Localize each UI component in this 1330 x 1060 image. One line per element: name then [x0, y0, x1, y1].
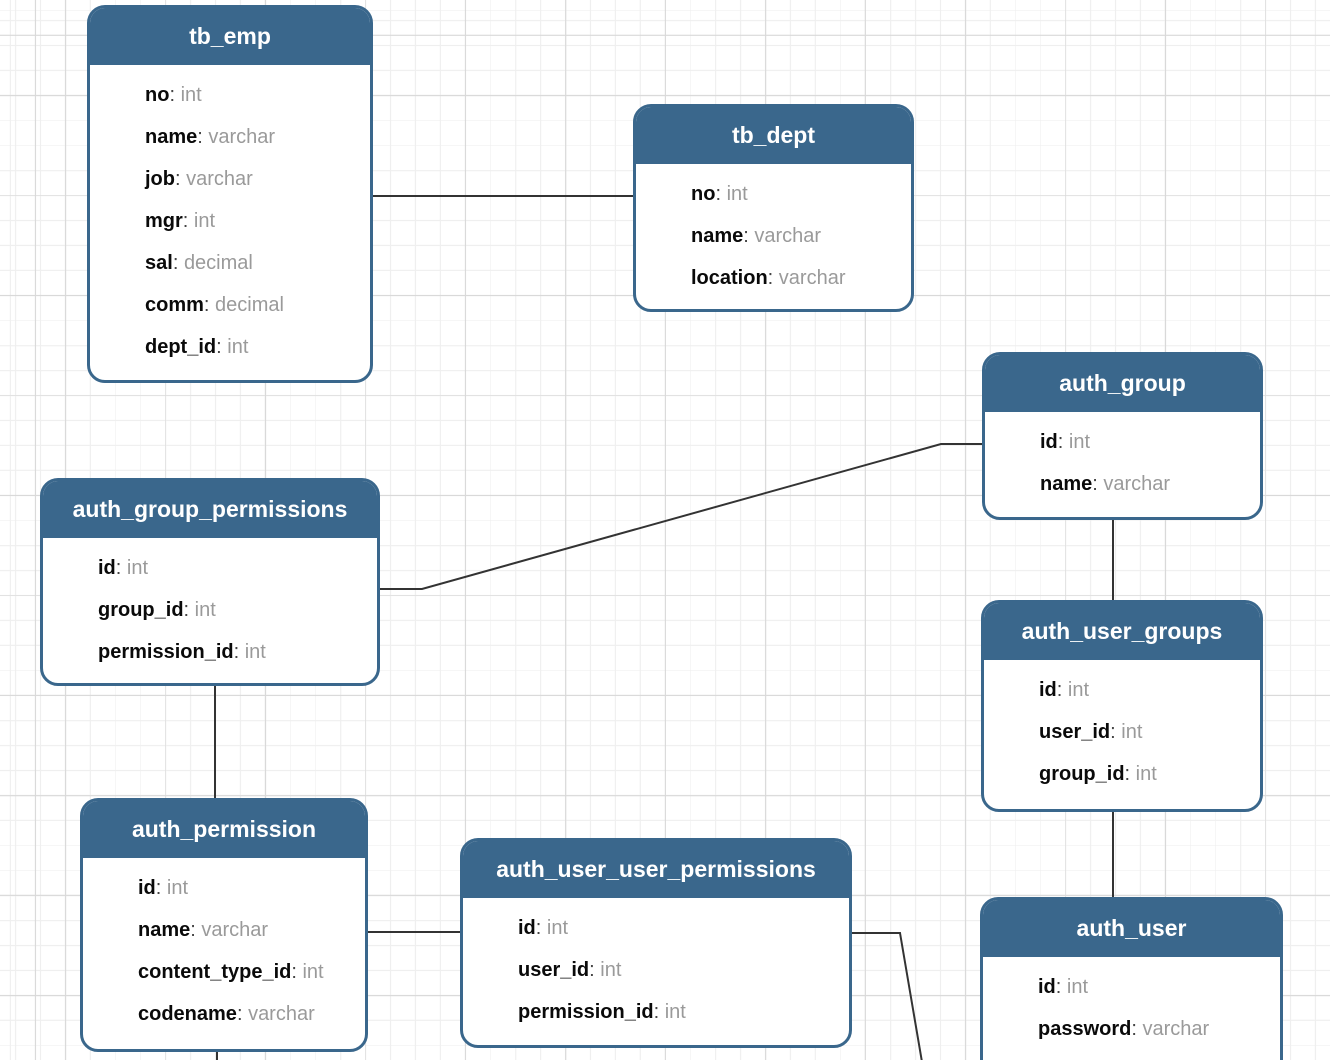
field-dept_id: dept_id: int — [145, 336, 249, 358]
field-codename: codename: varchar — [138, 1003, 315, 1025]
field-id: id: int — [1039, 679, 1090, 701]
table-title-auth_permission: auth_permission — [83, 801, 365, 858]
table-fields-tb_dept: no: int name: varchar location: varchar — [636, 164, 911, 299]
field-name: name: varchar — [145, 126, 276, 148]
field-permission_id: permission_id: int — [98, 641, 266, 663]
field-id: id: int — [138, 877, 189, 899]
field-sal: sal: decimal — [145, 252, 253, 274]
field-location: location: varchar — [691, 267, 846, 289]
field-group_id: group_id: int — [1039, 763, 1157, 785]
field-last_login: last_login: datetime — [1038, 1050, 1272, 1060]
table-fields-auth_group_permissions: id: int group_id: int permission_id: int — [43, 538, 377, 673]
table-title-tb_dept: tb_dept — [636, 107, 911, 164]
table-auth_group[interactable]: auth_group id: int name: varchar — [982, 352, 1263, 520]
table-fields-tb_emp: no: int name: varchar job: varchar mgr: int… — [90, 65, 370, 368]
table-auth_permission[interactable]: auth_permission id: int name: varchar cont… — [80, 798, 368, 1052]
field-job: job: varchar — [145, 168, 253, 190]
table-tb_emp[interactable]: tb_emp no: int name: varchar job: varchar m… — [87, 5, 373, 383]
field-group_id: group_id: int — [98, 599, 216, 621]
table-tb_dept[interactable]: tb_dept no: int name: varchar location: va… — [633, 104, 914, 312]
field-no: no: int — [145, 84, 202, 106]
table-title-tb_emp: tb_emp — [90, 8, 370, 65]
connector-auth_group_permissions-auth_group[interactable] — [380, 443, 982, 590]
field-name: name: varchar — [138, 919, 269, 941]
table-fields-auth_user_user_permissions: id: int user_id: int permission_id: int — [463, 898, 849, 1033]
table-auth_user[interactable]: auth_user id: int password: varchar last_l… — [980, 897, 1283, 1060]
field-password: password: varchar — [1038, 1018, 1210, 1040]
table-title-auth_user_groups: auth_user_groups — [984, 603, 1260, 660]
table-title-auth_user: auth_user — [983, 900, 1280, 957]
field-id: id: int — [518, 917, 569, 939]
field-comm: comm: decimal — [145, 294, 284, 316]
connector-auth_user_user_permissions-offscreen[interactable] — [852, 932, 923, 1060]
field-id: id: int — [98, 557, 149, 579]
field-name: name: varchar — [1040, 473, 1171, 495]
table-title-auth_group: auth_group — [985, 355, 1260, 412]
field-user_id: user_id: int — [518, 959, 622, 981]
field-content_type_id: content_type_id: int — [138, 961, 324, 983]
field-name: name: varchar — [691, 225, 822, 247]
table-auth_user_groups[interactable]: auth_user_groups id: int user_id: int grou… — [981, 600, 1263, 812]
field-id: id: int — [1038, 976, 1089, 998]
field-id: id: int — [1040, 431, 1091, 453]
table-fields-auth_user_groups: id: int user_id: int group_id: int — [984, 660, 1260, 795]
field-no: no: int — [691, 183, 748, 205]
field-user_id: user_id: int — [1039, 721, 1143, 743]
field-permission_id: permission_id: int — [518, 1001, 686, 1023]
table-fields-auth_group: id: int name: varchar — [985, 412, 1260, 505]
table-fields-auth_permission: id: int name: varchar content_type_id: int… — [83, 858, 365, 1035]
table-fields-auth_user: id: int password: varchar last_login: date… — [983, 957, 1280, 1060]
field-mgr: mgr: int — [145, 210, 216, 232]
table-auth_user_user_permissions[interactable]: auth_user_user_permissions id: int user_i… — [460, 838, 852, 1048]
table-auth_group_permissions[interactable]: auth_group_permissions id: int group_id: … — [40, 478, 380, 686]
table-title-auth_user_user_permissions: auth_user_user_permissions — [463, 841, 849, 898]
table-title-auth_group_permissions: auth_group_permissions — [43, 481, 377, 538]
